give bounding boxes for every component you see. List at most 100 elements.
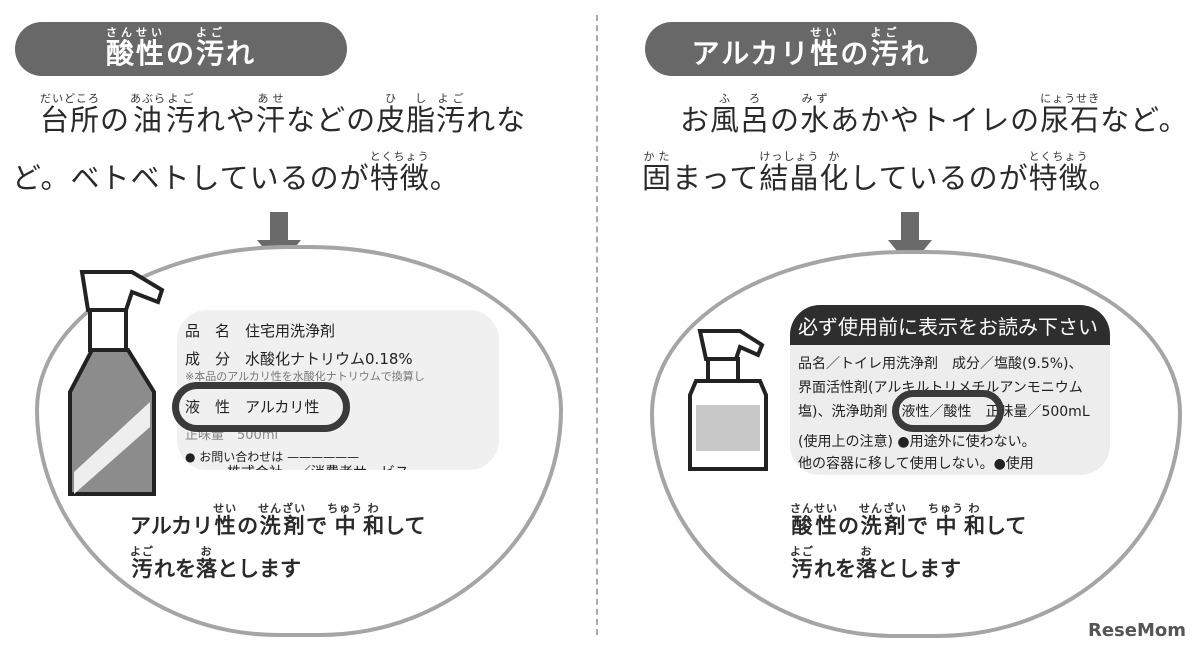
segment-text: 固: [642, 161, 673, 195]
ruby-segment: 性せい: [814, 502, 838, 538]
ruby-segment: 。: [430, 161, 460, 195]
segment-text: の: [840, 37, 871, 70]
alkaline-description-line1: お風ふ呂ろの水みずあかやトイレの尿石にょうせきなど。: [680, 92, 1189, 139]
ruby-segment: 汗あせ: [256, 92, 286, 137]
segment-text: 汚: [790, 557, 814, 581]
furigana: せんざい: [859, 502, 907, 515]
segment-text: 洗剤: [859, 514, 907, 538]
ruby-segment: れ: [226, 32, 256, 72]
segment-text: しているのが: [849, 161, 1029, 195]
furigana: にょうせき: [1040, 92, 1101, 105]
furigana: せい: [810, 26, 841, 39]
segment-text: して: [985, 514, 1027, 538]
segment-text: お: [680, 103, 711, 137]
furigana: わ: [363, 502, 385, 515]
furigana: とくちょう: [369, 150, 430, 163]
ruby-segment: 落お: [856, 545, 877, 581]
ruby-segment: で: [907, 514, 928, 538]
segment-text: 風: [710, 103, 741, 137]
ruby-segment: の: [840, 32, 870, 72]
furigana: か: [819, 150, 850, 163]
segment-text: 落: [196, 557, 217, 581]
ruby-segment: 洗剤せんざい: [859, 502, 907, 538]
ruby-segment: 和わ: [964, 502, 985, 538]
furigana: よご: [870, 26, 901, 39]
label-row: 株式会社 ／消費者サービス: [185, 462, 409, 470]
segment-text: 性: [814, 514, 838, 538]
segment-text: で: [306, 514, 328, 538]
furigana: せい: [814, 502, 838, 515]
alkaline-description-line2: 固かたまって結晶けっしょう化かしているのが特徴とくちょう。: [642, 150, 1119, 197]
acid-remove-caption: 汚よごれを落おとします: [790, 545, 961, 583]
segment-text: 尿石: [1040, 103, 1101, 137]
label-row: 必ず使用前に表示をお読み下さい: [798, 315, 1098, 339]
segment-text: して: [384, 514, 426, 538]
ruby-segment: アルカリ: [130, 514, 213, 538]
label-row: 他の容器に移して使用しない。●使用: [798, 456, 1034, 472]
ruby-segment: 汚よご: [130, 545, 154, 581]
segment-text: 脂: [406, 103, 437, 137]
ruby-segment: あかやトイレの: [830, 103, 1040, 137]
label-row: (使用上の注意) ●用途外に使わない。: [798, 434, 1036, 450]
highlight-circle: [172, 382, 350, 432]
ruby-segment: 性せい: [136, 26, 166, 72]
segment-text: 酸: [790, 514, 814, 538]
ruby-segment: 汚よご: [790, 545, 814, 581]
furigana: せんざい: [258, 502, 307, 515]
alkaline-neutralize-caption: アルカリ性せいの洗剤せんざいで中ちゅう和わして: [130, 502, 426, 540]
divider: [596, 15, 598, 635]
ruby-segment: の: [100, 103, 130, 137]
ruby-segment: 水みず: [800, 92, 830, 137]
furigana: さん: [105, 26, 136, 39]
ruby-segment: 落お: [196, 545, 217, 581]
furigana: よご: [166, 92, 197, 105]
segment-text: 化: [819, 161, 850, 195]
ruby-segment: 呂ろ: [740, 92, 771, 137]
ruby-segment: 中ちゅう: [327, 502, 363, 538]
highlight-circle: [892, 390, 1004, 432]
ruby-segment: 油あぶら: [130, 92, 167, 137]
segment-text: 呂: [740, 103, 771, 137]
acid-description-line2: ど。ベトベトしているのが特徴とくちょう。: [12, 150, 460, 197]
ruby-segment: の: [166, 32, 196, 72]
segment-text: 油: [130, 103, 167, 137]
furigana: ろ: [740, 92, 771, 105]
segment-text: 汚: [870, 37, 901, 70]
ruby-segment: して: [985, 514, 1026, 538]
ruby-segment: 汚よご: [436, 92, 467, 137]
ruby-segment: れな: [466, 103, 526, 137]
furigana: だいどころ: [40, 92, 101, 105]
segment-text: 性: [135, 37, 166, 70]
furigana: お: [196, 545, 217, 558]
segment-text: 洗剤: [258, 514, 307, 538]
segment-text: の: [165, 37, 196, 70]
ruby-segment: で: [306, 514, 327, 538]
furigana: お: [856, 545, 877, 558]
segment-text: 落: [856, 557, 877, 581]
ruby-segment: 台所だいどころ: [40, 92, 100, 137]
segment-text: の: [838, 514, 859, 538]
furigana: みず: [800, 92, 831, 105]
segment-text: れ: [226, 37, 257, 70]
segment-text: の: [100, 103, 131, 137]
acid-neutralize-caption: 酸さん性せいの洗剤せんざいで中ちゅう和わして: [790, 502, 1026, 540]
segment-text: 皮: [376, 103, 407, 137]
spray-bottle-icon: [68, 270, 165, 496]
acid-description-line1: 台所だいどころの油あぶら汚よごれや汗あせなどの皮ひ脂し汚よごれな: [40, 92, 526, 139]
furigana: わ: [964, 502, 985, 515]
ruby-segment: 特徴とくちょう: [370, 150, 430, 195]
ruby-segment: れや: [196, 103, 256, 137]
ruby-segment: 風ふ: [710, 92, 741, 137]
segment-text: 汚: [196, 37, 227, 70]
label-row: 品名／トイレ用洗浄剤 成分／塩酸(9.5%)、: [798, 356, 1083, 372]
segment-text: れを: [154, 557, 196, 581]
segment-text: 結晶: [759, 161, 820, 195]
segment-text: の: [237, 514, 259, 538]
ruby-segment: 脂し: [406, 92, 437, 137]
segment-text: 性: [810, 37, 841, 70]
segment-text: アルカリ: [691, 37, 811, 70]
segment-text: 汚: [436, 103, 467, 137]
furigana: ひ: [376, 92, 407, 105]
furigana: ちゅう: [327, 502, 364, 515]
